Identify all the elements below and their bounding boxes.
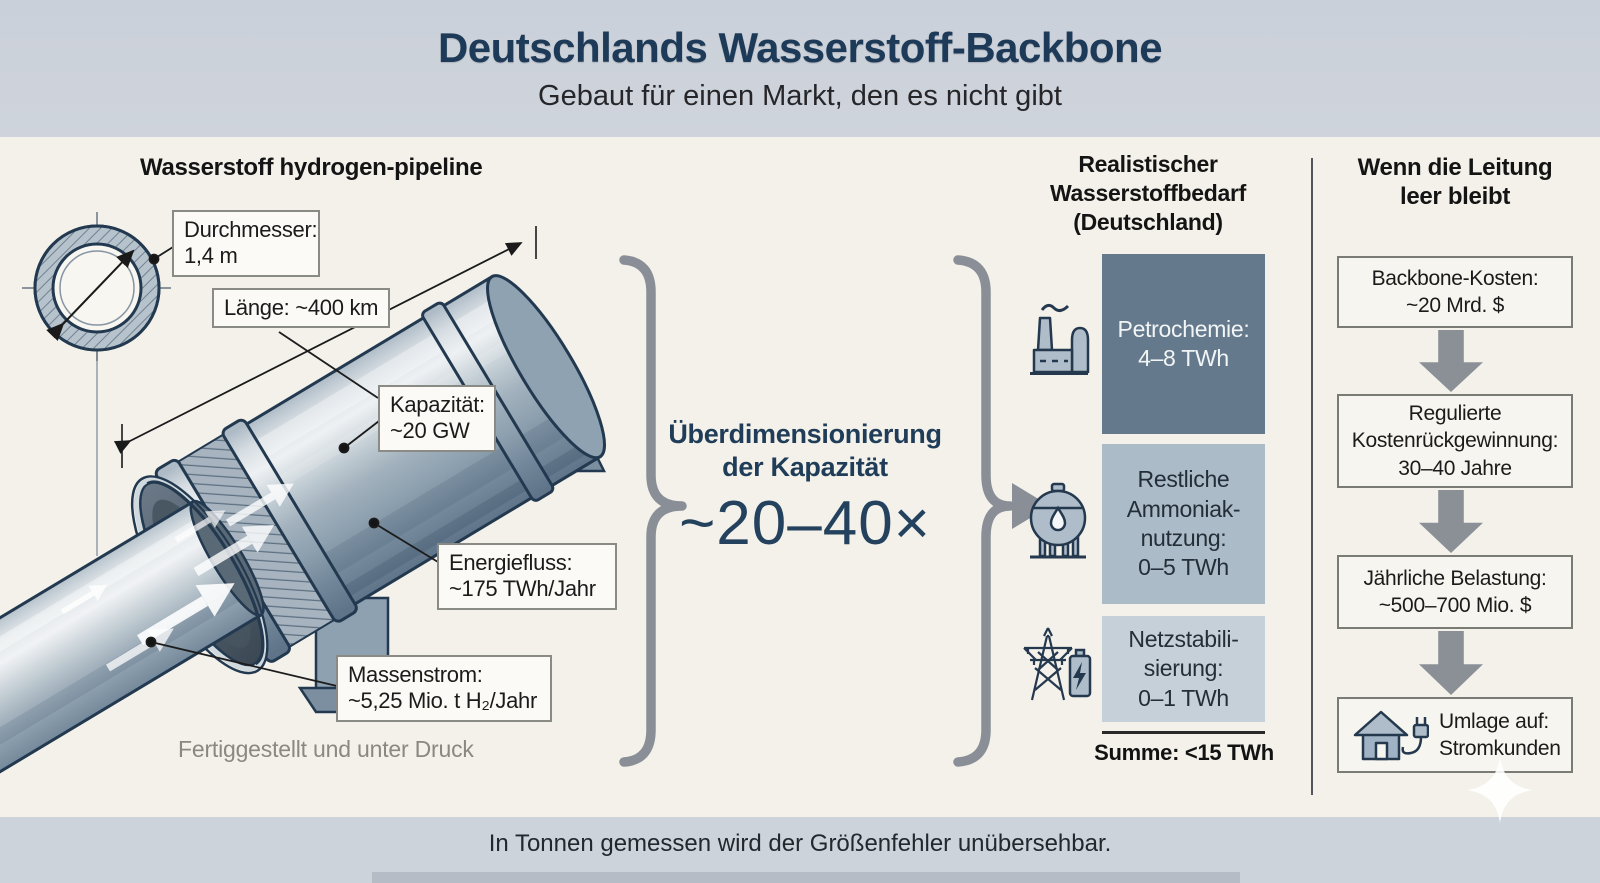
down-arrow-icon [1419,631,1483,695]
down-arrow-icon [1419,490,1483,553]
costs-heading: Wenn die Leitung leer bleibt [1357,154,1553,210]
oversizing-title: Überdimensionierung der Kapazität [668,419,942,482]
label-durchmesser: Durchmesser: 1,4 m [172,210,320,277]
page-subtitle: Gebaut für einen Markt, den es nicht gib… [538,80,1062,112]
demand-box-petrochemie: Petrochemie: 4–8 TWh [1102,254,1265,434]
left-brace [619,255,687,767]
sum-divider [1102,731,1265,734]
oversizing-value: ~20–40× [679,489,931,558]
ammonia-tank-icon [1029,482,1087,559]
footer-strip [372,872,1240,883]
cost-box-umlage: Umlage auf: Stromkunden [1337,697,1573,773]
factory-icon [1030,303,1090,375]
demand-box-ammoniak: Restliche Ammoniak- nutzung: 0–5 TWh [1102,444,1265,604]
right-brace [953,255,1015,767]
demand-total: Summe: <15 TWh [1094,740,1274,765]
label-massenstrom: Massenstrom: ~5,25 Mio. t H₂/Jahr [336,655,552,722]
pipeline-section-heading: Wasserstoff hydrogen-pipeline [140,154,483,181]
demand-heading: Realistischer Wasserstoffbedarf (Deutsch… [1050,151,1246,235]
cost-box-jaehrliche-belastung: Jährliche Belastung: ~500–700 Mio. $ [1337,555,1573,629]
cost-box-umlage-label: Umlage auf: Stromkunden [1439,709,1561,760]
cost-box-kostenrueckgewinnung: Regulierte Kostenrückgewinnung: 30–40 Ja… [1337,394,1573,488]
leader-lines [145,246,439,687]
cost-box-backbone-kosten: Backbone-Kosten: ~20 Mrd. $ [1337,256,1573,328]
label-laenge: Länge: ~400 km [212,288,391,329]
pipeline-illustration [0,212,607,802]
down-arrow-icon [1419,330,1483,392]
column-divider [1311,158,1313,795]
label-kapazitaet: Kapazität: ~20 GW [378,385,496,452]
braces-graphic [619,255,1050,767]
brace-arrowhead [1012,483,1050,529]
demand-box-netzstabilisierung: Netzstabili- sierung: 0–1 TWh [1102,616,1265,722]
pipeline-caption: Fertiggestellt und unter Druck [178,736,474,762]
title-band [0,0,1600,137]
length-dimension-line [113,226,537,468]
house-plug-icon [1353,710,1429,761]
sparkle-icon [1467,757,1533,823]
grid-battery-icon [1023,627,1092,701]
label-energiefluss: Energiefluss: ~175 TWh/Jahr [437,543,617,610]
page-title: Deutschlands Wasserstoff-Backbone [437,24,1163,71]
footer-text: In Tonnen gemessen wird der Größenfehler… [488,830,1112,857]
